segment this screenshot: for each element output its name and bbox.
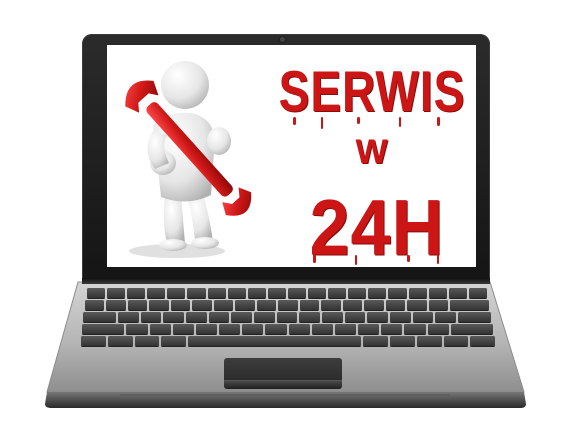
laptop-hinge — [82, 278, 490, 284]
service-title: SERWIS — [278, 58, 466, 124]
service-hours: 24H — [309, 184, 445, 267]
service-connector: W — [355, 133, 389, 171]
touchpad-buttons — [224, 380, 342, 389]
keyboard-row — [87, 288, 487, 298]
keyboard-row — [82, 324, 494, 334]
keyboard-row — [83, 312, 491, 322]
webcam-icon — [280, 37, 285, 42]
laptop-screen: SERWIS W 24H — [107, 45, 476, 267]
keyboard-row — [81, 336, 495, 346]
person-with-wrench-icon — [125, 61, 252, 258]
keyboard-row — [85, 300, 489, 310]
keyboard — [81, 288, 495, 348]
